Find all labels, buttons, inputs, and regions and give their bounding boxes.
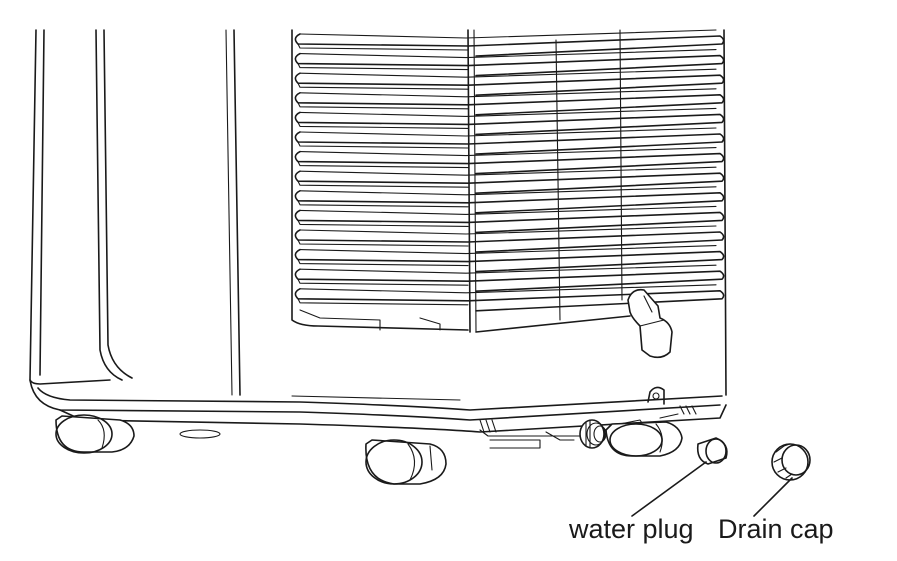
louver-slat	[294, 127, 725, 155]
louver-slat	[294, 264, 725, 292]
louver-slat	[294, 88, 725, 116]
louver-slat	[294, 284, 725, 312]
cabinet-front-outline	[29, 29, 727, 433]
drain-cap-part	[771, 443, 811, 481]
caster-wheel-right	[605, 421, 683, 457]
caster-wheel-left	[55, 414, 221, 454]
louver-slat	[294, 29, 725, 57]
drain-hook	[627, 288, 673, 359]
louver-slat	[294, 49, 725, 77]
louver-slat	[294, 166, 725, 194]
base-hole	[647, 386, 665, 405]
louver-slat	[294, 186, 725, 214]
louver-slat	[294, 205, 725, 234]
water-plug-label: water plug	[569, 514, 694, 544]
grille-frame	[291, 29, 631, 333]
cabinet-side-panel	[29, 29, 241, 396]
louver-slat	[294, 225, 725, 253]
louver-slat	[294, 245, 725, 273]
louver-slat	[294, 147, 725, 175]
caster-wheel-center	[365, 439, 447, 485]
louver-slat	[294, 107, 725, 136]
water-plug-part	[696, 437, 728, 465]
drain-cap-label: Drain cap	[718, 514, 834, 544]
air-outlet-louvers	[294, 29, 725, 312]
leader-lines	[631, 461, 793, 517]
louver-slat	[294, 68, 725, 96]
